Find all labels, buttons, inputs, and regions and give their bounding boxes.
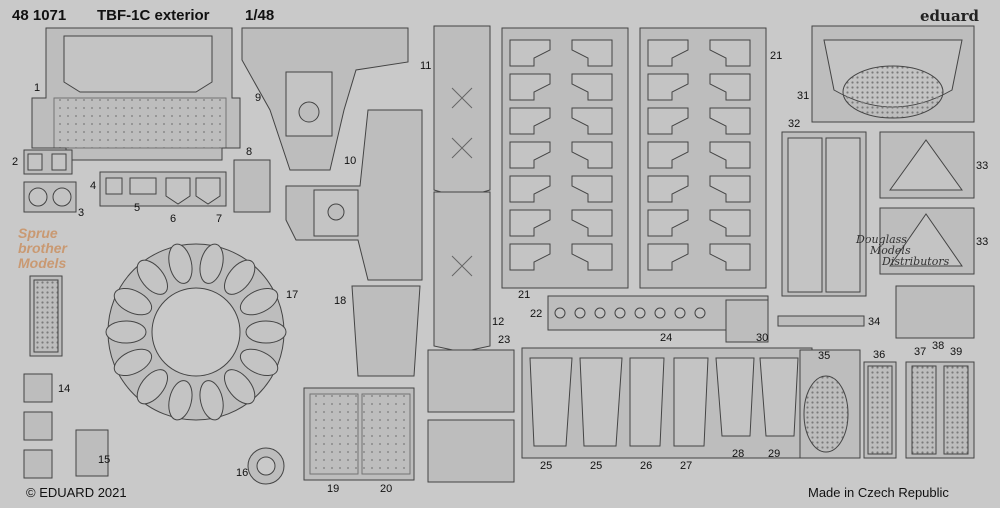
part-label: 38 — [932, 340, 945, 352]
part-label: 12 — [492, 316, 505, 328]
part-label: 9 — [255, 92, 262, 104]
part-21-left — [501, 27, 629, 289]
product-title: TBF-1C exterior — [97, 7, 210, 24]
part-label: 30 — [756, 332, 769, 344]
part-34 — [777, 315, 865, 327]
part-32 — [781, 131, 867, 297]
part-label: 31 — [797, 90, 810, 102]
part-label: 25 — [590, 460, 603, 472]
part-1 — [31, 27, 241, 161]
part-label: 21 — [770, 50, 783, 62]
product-scale: 1/48 — [245, 7, 275, 24]
part-label: 16 — [236, 467, 249, 479]
part-label: 22 — [530, 308, 543, 320]
part-15 — [75, 429, 109, 477]
parts-25-29 — [521, 347, 813, 459]
part-12 — [433, 191, 491, 353]
part-34-mount — [895, 285, 975, 339]
part-18 — [351, 285, 421, 377]
origin-text: Made in Czech Republic — [808, 485, 949, 500]
part-label: 5 — [134, 202, 141, 214]
part-label: 1 — [34, 82, 41, 94]
part-35 — [799, 349, 861, 459]
part-10 — [285, 109, 423, 281]
part-label: 33 — [976, 236, 989, 248]
part-label: 19 — [327, 483, 340, 495]
part-label: 29 — [768, 448, 781, 460]
part-label: 37 — [914, 346, 927, 358]
part-label: 6 — [170, 213, 177, 225]
part-36 — [863, 361, 897, 459]
part-label: 26 — [640, 460, 653, 472]
douglass-models-watermark: Douglass Models Distributors — [856, 234, 976, 272]
part-31 — [811, 25, 975, 123]
part-label: 18 — [334, 295, 347, 307]
part-label: 8 — [246, 146, 253, 158]
part-3 — [23, 181, 77, 213]
part-label: 20 — [380, 483, 393, 495]
part-9 — [241, 27, 409, 171]
part-label: 17 — [286, 289, 299, 301]
part-label: 14 — [58, 383, 71, 395]
part-14 — [23, 373, 53, 479]
part-label: 7 — [216, 213, 223, 225]
part-label: 11 — [420, 60, 432, 72]
part-label: 28 — [732, 448, 745, 460]
part-label: 27 — [680, 460, 693, 472]
part-label: 25 — [540, 460, 553, 472]
distributor-line-2: Models — [870, 244, 911, 257]
sprue-brother-watermark: Sprue brother Models — [18, 226, 123, 284]
parts-4-7 — [99, 171, 227, 207]
sprue-line-3: Models — [18, 255, 67, 271]
product-code: 48 1071 — [12, 7, 67, 24]
part-label: 21 — [518, 289, 531, 301]
part-label: 15 — [98, 454, 111, 466]
part-label: 32 — [788, 118, 801, 130]
part-label: 33 — [976, 160, 989, 172]
part-8 — [233, 159, 271, 213]
part-17-cylinder-ring — [105, 243, 287, 421]
part-21-right — [639, 27, 767, 289]
part-label: 3 — [78, 207, 85, 219]
sprue-line-1: Sprue — [18, 225, 58, 241]
part-label: 34 — [868, 316, 881, 328]
copyright-text: © EDUARD 2021 — [26, 485, 127, 500]
parts-19-20 — [303, 387, 415, 481]
parts-37-39 — [905, 361, 975, 459]
part-2 — [23, 149, 73, 175]
part-label: 36 — [873, 349, 886, 361]
part-label: 39 — [950, 346, 963, 358]
part-33 — [879, 131, 975, 275]
part-label: 4 — [90, 180, 97, 192]
distributor-line-1: Douglass — [856, 233, 907, 246]
part-label: 35 — [818, 350, 831, 362]
part-11 — [433, 25, 491, 199]
part-label: 24 — [660, 332, 673, 344]
part-16 — [247, 447, 285, 485]
part-30 — [725, 299, 769, 343]
sprue-line-2: brother — [18, 240, 67, 256]
part-label: 2 — [12, 156, 19, 168]
part-label: 23 — [498, 334, 511, 346]
part-label: 10 — [344, 155, 357, 167]
part-23 — [427, 349, 515, 483]
distributor-line-3: Distributors — [882, 255, 950, 268]
brand-logo: eduard — [920, 7, 980, 25]
part-13-mesh — [29, 275, 63, 357]
